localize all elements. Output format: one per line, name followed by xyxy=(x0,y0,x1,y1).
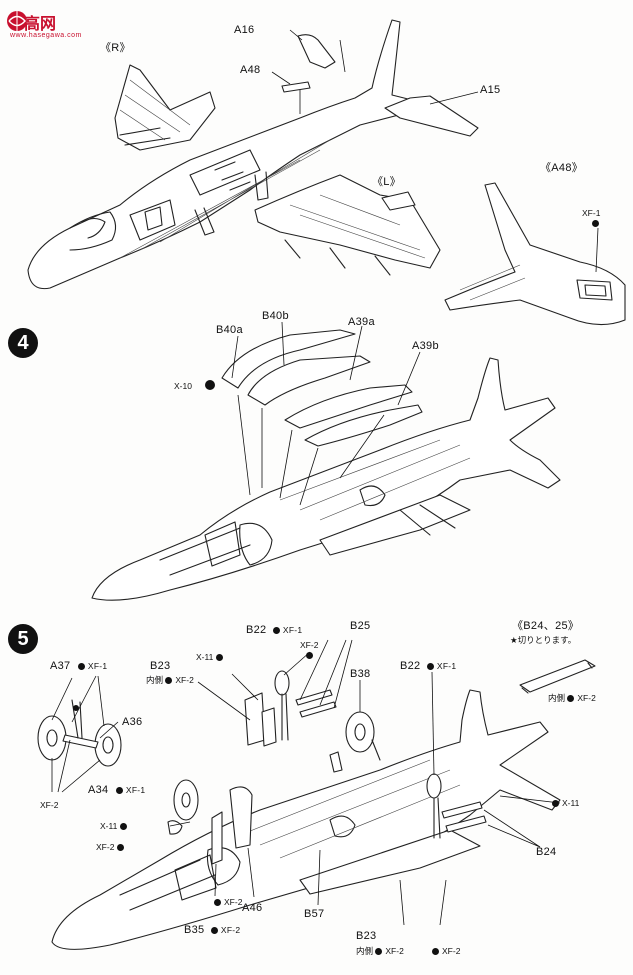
label-b23-top: B23 xyxy=(150,660,171,672)
label-b24-inset: 《B24、25》 xyxy=(512,620,580,632)
watermark-brand: 高网 xyxy=(24,16,57,33)
part-b40a-canopy xyxy=(221,329,356,389)
paint-x11-right: X-11 xyxy=(552,798,579,808)
gear-wheels-a37-a36 xyxy=(37,699,122,767)
label-b23-bottom: B23 xyxy=(356,930,377,942)
paint-dot-icon xyxy=(115,787,123,794)
label-a36: A36 xyxy=(122,716,143,728)
step-number-5: 5 xyxy=(8,624,38,654)
paint-inside-b24: 内側 XF-2 xyxy=(548,693,596,703)
step3-wing-left xyxy=(254,174,441,276)
gear-doors xyxy=(211,692,277,865)
label-left-wing: 《L》 xyxy=(372,176,402,188)
paint-dot-icon xyxy=(432,948,439,955)
gear-b22-left xyxy=(274,670,290,741)
paint-xf2-b22: XF-2 xyxy=(300,640,319,650)
step-number-4: 4 xyxy=(8,328,38,358)
label-right-wing: 《R》 xyxy=(100,42,131,54)
paint-dot-icon xyxy=(77,663,85,670)
paint-xf1-inset: XF-1 xyxy=(582,208,601,218)
pylons-b25 xyxy=(295,689,337,718)
label-b35: B35 XF-2 xyxy=(184,924,240,936)
label-b24: B24 xyxy=(536,846,557,858)
watermark-logo: 高网 www.hasegawa.com xyxy=(4,4,92,44)
paint-dot-icon xyxy=(210,927,218,934)
paint-dot-icon xyxy=(592,220,599,227)
label-a39a: A39a xyxy=(348,316,375,328)
label-a34: A34 XF-1 xyxy=(88,784,145,796)
paint-dot-b35-top: XF-2 xyxy=(214,897,242,907)
paint-inside-b23-top: 内側 XF-2 xyxy=(146,675,194,685)
label-b25: B25 xyxy=(350,620,371,632)
paint-dot-b22 xyxy=(306,650,316,660)
step3-wing-right xyxy=(114,64,216,151)
gear-wheel-a34 xyxy=(167,779,199,835)
paint-xf2-b35: XF-2 xyxy=(220,925,241,935)
paint-xf2-left: XF-2 xyxy=(96,842,127,852)
paint-dot-icon xyxy=(567,695,575,702)
paint-dot-icon xyxy=(552,800,559,807)
label-a39b: A39b xyxy=(412,340,439,352)
inset-b24-part xyxy=(519,659,596,694)
paint-dot-icon xyxy=(215,654,223,661)
label-a48-inset: 《A48》 xyxy=(540,162,584,174)
label-b22-right-text: B22 xyxy=(400,660,421,672)
inset-a48-tail xyxy=(444,182,626,326)
label-b35-text: B35 xyxy=(184,924,205,936)
label-a37: A37 XF-1 xyxy=(50,660,107,672)
paint-x11-b22: X-11 xyxy=(196,652,226,662)
paint-inside-b23-bottom: 内側 XF-2 xyxy=(356,946,404,956)
paint-xf1-b22-left: XF-1 xyxy=(282,625,303,635)
label-a34-text: A34 xyxy=(88,784,109,796)
label-a37-text: A37 xyxy=(50,660,71,672)
label-b40b: B40b xyxy=(262,310,289,322)
globe-icon xyxy=(7,11,27,31)
label-b22-right: B22 XF-1 xyxy=(400,660,456,672)
paint-dot-icon xyxy=(165,677,173,684)
part-a15-stabilizer xyxy=(384,95,479,137)
paint-dot-icon xyxy=(306,652,313,659)
label-a16: A16 xyxy=(234,24,255,36)
label-a15: A15 xyxy=(480,84,501,96)
label-b38: B38 xyxy=(350,668,371,680)
paint-dot-icon xyxy=(119,823,127,830)
paint-xf1-a37: XF-1 xyxy=(87,661,108,671)
step5-fuselage xyxy=(51,689,561,950)
paint-xf2-bottom-right: XF-2 xyxy=(432,946,460,956)
watermark-url: www.hasegawa.com xyxy=(10,32,82,39)
paint-xf2-wheel: XF-2 xyxy=(40,800,59,810)
part-b40b-canopy xyxy=(247,355,371,406)
part-a16-fin xyxy=(297,34,336,69)
step3-fuselage xyxy=(27,19,419,290)
paint-dot-icon xyxy=(214,899,221,906)
part-a39b-panel xyxy=(304,404,423,447)
label-a48: A48 xyxy=(240,64,261,76)
paint-xf1-b22-right: XF-1 xyxy=(436,661,457,671)
paint-dot-icon xyxy=(375,948,383,955)
part-a48-antenna xyxy=(281,81,311,93)
paint-dot-icon xyxy=(116,844,124,851)
pylons-b24 xyxy=(441,801,487,833)
paint-xf1-a34: XF-1 xyxy=(125,785,146,795)
label-b57: B57 xyxy=(304,908,325,920)
wheel-b38 xyxy=(329,711,381,773)
paint-x11-left: X-11 xyxy=(100,821,130,831)
label-b40a: B40a xyxy=(216,324,243,336)
paint-dot-icon xyxy=(426,663,434,670)
label-b22-left-text: B22 xyxy=(246,624,267,636)
paint-dot-inset xyxy=(592,218,602,228)
paint-dot-icon xyxy=(272,627,280,634)
step4-fuselage xyxy=(91,357,561,601)
label-b22-left: B22 XF-1 xyxy=(246,624,302,636)
label-a46: A46 xyxy=(242,902,263,914)
cut-note: ★切りとります。 xyxy=(510,635,577,645)
paint-x10: X-10 xyxy=(174,381,192,391)
part-a39a-panel xyxy=(284,384,413,429)
x10-paint-dot xyxy=(205,380,215,390)
